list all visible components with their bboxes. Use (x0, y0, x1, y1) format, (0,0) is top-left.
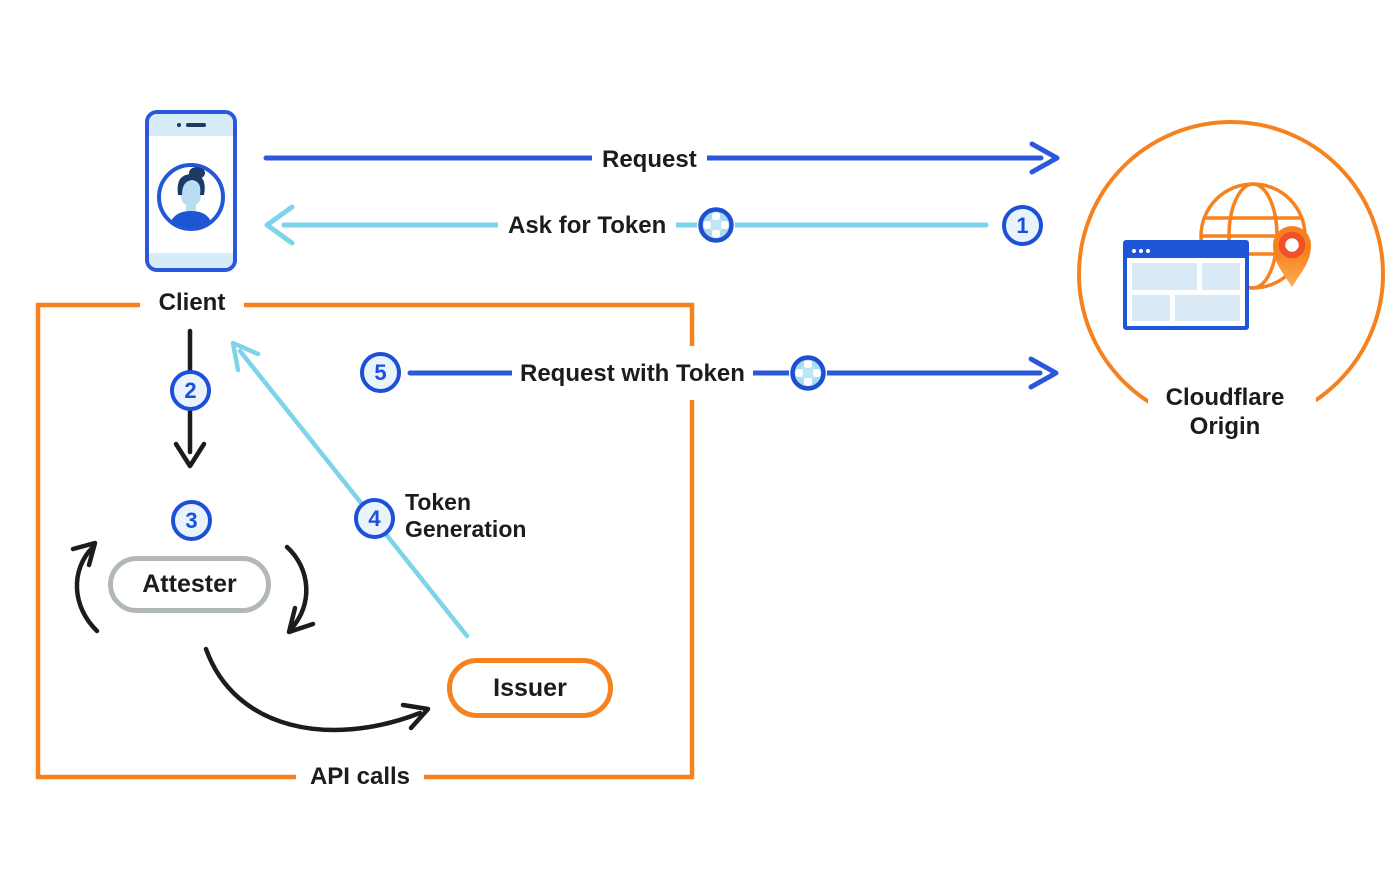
request-label: Request (592, 144, 707, 176)
attester-label: Attester (142, 570, 237, 598)
attester-node: Attester (108, 556, 271, 613)
client-phone-icon (145, 110, 237, 272)
client-label: Client (140, 289, 244, 317)
step-circle-5: 5 (360, 352, 401, 393)
request-with-token-label: Request with Token (512, 358, 753, 390)
user-avatar-icon (157, 163, 225, 231)
token-generation-arrow (230, 340, 470, 639)
step-circle-3: 3 (171, 500, 212, 541)
step-circle-4: 4 (354, 498, 395, 539)
origin-label-line1: Cloudflare (1165, 384, 1285, 411)
step-circle-1: 1 (1002, 205, 1043, 246)
origin-label-line2: Origin (1189, 413, 1261, 440)
token-generation-label-line2: Generation (405, 516, 527, 542)
token-icon (697, 206, 735, 244)
api-calls-label: API calls (296, 763, 424, 791)
issuer-label: Issuer (493, 673, 567, 702)
attestation-cycle-arrows (70, 540, 431, 733)
token-generation-label-line1: Token (405, 489, 472, 515)
step-circle-2: 2 (170, 370, 211, 411)
location-pin-icon (1273, 226, 1311, 287)
issuer-node: Issuer (447, 658, 613, 718)
browser-window-icon (1123, 240, 1249, 330)
ask-for-token-label: Ask for Token (498, 210, 677, 242)
browser-window-titlebar (1127, 244, 1245, 258)
phone-speaker (149, 114, 233, 136)
token-icon (789, 354, 827, 392)
